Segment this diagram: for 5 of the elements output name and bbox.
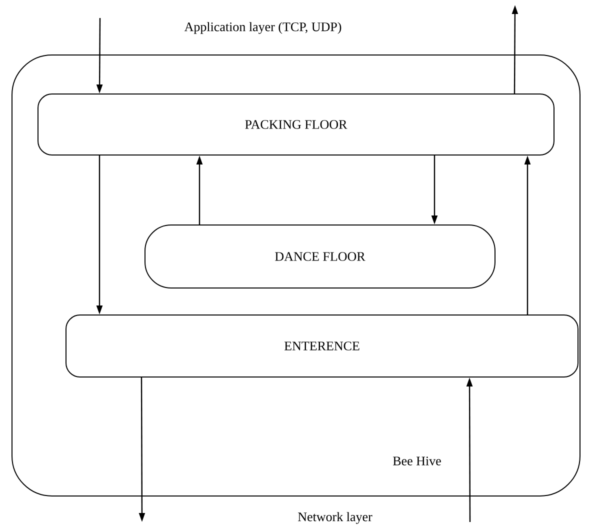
- floor-box: PACKING FLOOR: [38, 94, 554, 156]
- floor-box: DANCE FLOOR: [144, 224, 496, 288]
- layer-label: Network layer: [298, 512, 372, 524]
- entrance-box: ENTERENCE: [66, 314, 578, 378]
- layer-label: Application layer (TCP, UDP): [184, 22, 342, 34]
